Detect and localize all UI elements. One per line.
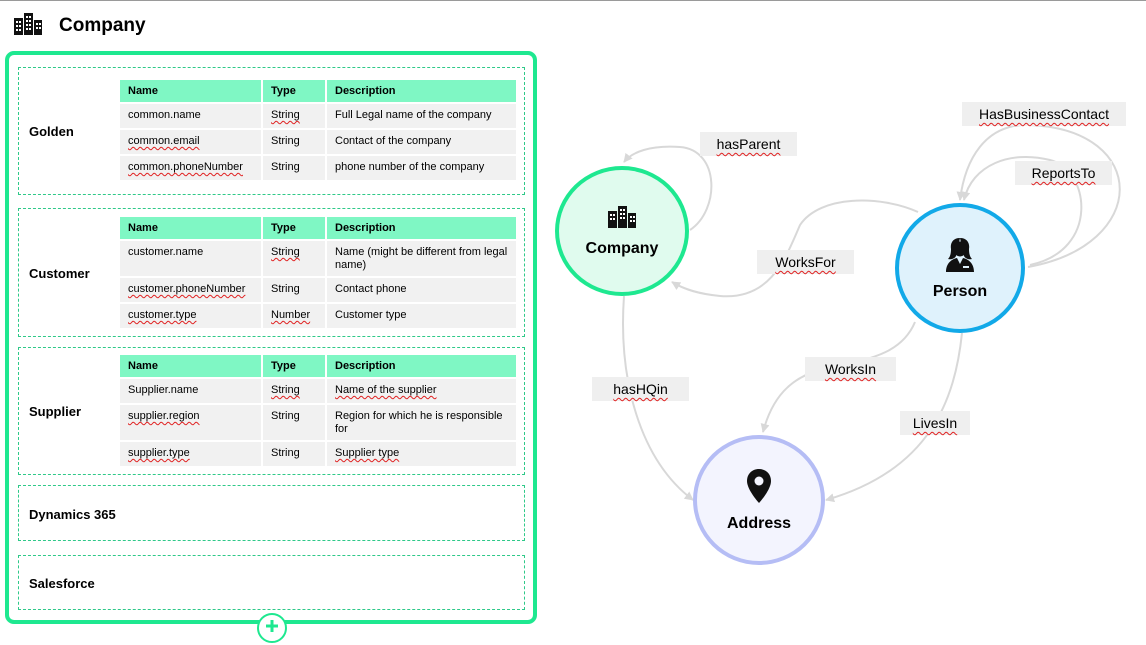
edge-label-hasbusinesscontact[interactable]: HasBusinessContact	[962, 102, 1126, 126]
attribute-type: Number	[263, 304, 325, 328]
attribute-table: Name Type Description Supplier.name Stri…	[118, 353, 518, 468]
column-header: Description	[327, 80, 516, 102]
attribute-type: String	[263, 104, 325, 128]
node-person[interactable]: Person	[895, 203, 1025, 333]
column-header: Type	[263, 217, 325, 239]
edge-hashqin	[622, 295, 694, 501]
table-row[interactable]: customer.type Number Customer type	[120, 304, 516, 328]
source-name: Supplier	[29, 404, 82, 419]
source-name: Golden	[29, 124, 74, 139]
table-row[interactable]: customer.name String Name (might be diff…	[120, 241, 516, 276]
attribute-name: customer.name	[120, 241, 261, 276]
table-header-row: Name Type Description	[120, 355, 516, 377]
table-row[interactable]: Supplier.name String Name of the supplie…	[120, 379, 516, 403]
attribute-name: common.phoneNumber	[120, 156, 261, 180]
attribute-table: Name Type Description customer.name Stri…	[118, 215, 518, 330]
person-icon	[945, 236, 975, 277]
attribute-description: phone number of the company	[327, 156, 516, 180]
edge-label-hasparent[interactable]: hasParent	[700, 132, 797, 156]
attribute-type: String	[263, 130, 325, 154]
attribute-description: Customer type	[327, 304, 516, 328]
node-address[interactable]: Address	[693, 435, 825, 565]
table-row[interactable]: customer.phoneNumber String Contact phon…	[120, 278, 516, 302]
table-row[interactable]: common.name String Full Legal name of th…	[120, 104, 516, 128]
table-header-row: Name Type Description	[120, 80, 516, 102]
attribute-name: common.name	[120, 104, 261, 128]
attribute-description: Contact phone	[327, 278, 516, 302]
table-row[interactable]: common.phoneNumber String phone number o…	[120, 156, 516, 180]
source-section-salesforce[interactable]: Salesforce	[18, 555, 525, 610]
building-icon	[607, 205, 637, 234]
node-label: Address	[726, 514, 792, 532]
source-name: Dynamics 365	[29, 507, 116, 522]
attribute-name: customer.type	[120, 304, 261, 328]
column-header: Type	[263, 80, 325, 102]
attribute-type: String	[263, 379, 325, 403]
attribute-name: supplier.region	[120, 405, 261, 440]
page-header: Company	[13, 12, 146, 40]
attribute-type: String	[263, 241, 325, 276]
attribute-name: customer.phoneNumber	[120, 278, 261, 302]
attribute-name: supplier.type	[120, 442, 261, 466]
attribute-description: Contact of the company	[327, 130, 516, 154]
source-section-golden[interactable]: Golden Name Type Description common.name…	[18, 67, 525, 195]
source-name: Customer	[29, 266, 90, 281]
attribute-description: Supplier type	[327, 442, 516, 466]
edge-hasbusinesscontact	[956, 123, 1121, 268]
attribute-name: common.email	[120, 130, 261, 154]
attribute-description: Region for which he is responsible for	[327, 405, 516, 440]
attribute-table: Name Type Description common.name String…	[118, 78, 518, 182]
source-section-customer[interactable]: Customer Name Type Description customer.…	[18, 208, 525, 337]
table-row[interactable]: common.email String Contact of the compa…	[120, 130, 516, 154]
edge-worksfor	[671, 199, 919, 298]
attribute-description: Name of the supplier	[327, 379, 516, 403]
attribute-type: String	[263, 278, 325, 302]
edge-label-worksin[interactable]: WorksIn	[805, 357, 896, 381]
attribute-type: String	[263, 156, 325, 180]
column-header: Name	[120, 80, 261, 102]
page-title: Company	[59, 15, 146, 36]
location-pin-icon	[746, 468, 772, 509]
column-header: Description	[327, 355, 516, 377]
table-header-row: Name Type Description	[120, 217, 516, 239]
column-header: Name	[120, 217, 261, 239]
source-name: Salesforce	[29, 576, 95, 591]
edge-label-reportsto[interactable]: ReportsTo	[1015, 161, 1112, 185]
column-header: Description	[327, 217, 516, 239]
edge-label-worksfor[interactable]: WorksFor	[757, 250, 854, 274]
attribute-name: Supplier.name	[120, 379, 261, 403]
attribute-description: Name (might be different from legal name…	[327, 241, 516, 276]
building-icon	[13, 12, 43, 41]
edge-label-livesin[interactable]: LivesIn	[900, 411, 970, 435]
top-divider	[0, 0, 1146, 1]
edge-hasparent	[623, 145, 713, 231]
node-company[interactable]: Company	[555, 166, 689, 296]
plus-icon	[265, 619, 279, 638]
attribute-type: String	[263, 442, 325, 466]
table-row[interactable]: supplier.type String Supplier type	[120, 442, 516, 466]
source-section-supplier[interactable]: Supplier Name Type Description Supplier.…	[18, 347, 525, 475]
node-label: Person	[932, 282, 988, 300]
column-header: Name	[120, 355, 261, 377]
attribute-description: Full Legal name of the company	[327, 104, 516, 128]
attribute-type: String	[263, 405, 325, 440]
table-row[interactable]: supplier.region String Region for which …	[120, 405, 516, 440]
add-source-button[interactable]	[257, 613, 287, 643]
source-section-dynamics-365[interactable]: Dynamics 365	[18, 485, 525, 541]
column-header: Type	[263, 355, 325, 377]
edge-label-hashqin[interactable]: hasHQin	[592, 377, 689, 401]
node-label: Company	[585, 239, 659, 257]
